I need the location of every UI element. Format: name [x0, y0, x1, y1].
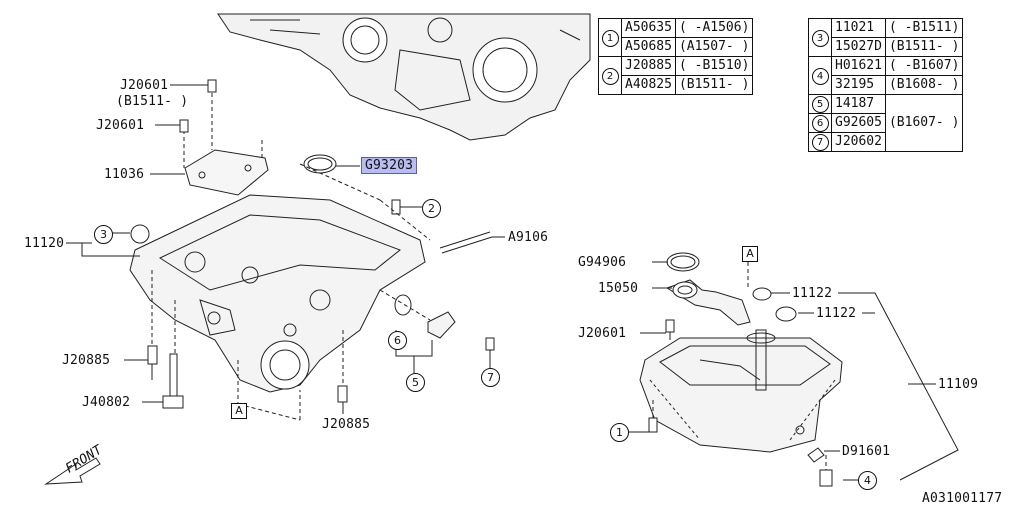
- table-row: A40825 (B1511- ): [599, 75, 754, 95]
- label-11109: 11109: [938, 377, 979, 392]
- table-index-cell: 1: [598, 18, 622, 57]
- table-index-cell: 5: [808, 94, 832, 114]
- label-j40802: J40802: [82, 395, 131, 410]
- label-j20885-bottom: J20885: [322, 417, 371, 432]
- highlighted-part-g93203[interactable]: G93203: [361, 157, 418, 174]
- range-cell: (B1511- ): [884, 37, 964, 57]
- table-row: 6 G92605: [808, 113, 963, 133]
- callout-5: 5: [406, 373, 425, 392]
- label-11122-b: 11122: [816, 306, 857, 321]
- table-index-cell: 2: [598, 56, 622, 95]
- label-a9106: A9106: [508, 230, 549, 245]
- label-j20601-mid: J20601: [96, 118, 145, 133]
- oil-strainer-pipe-drawing: [665, 279, 751, 326]
- label-g93203: G93203: [361, 157, 418, 174]
- part-number-cell[interactable]: J20602: [831, 132, 886, 152]
- oil-pan-lower-drawing: [639, 329, 843, 453]
- table-index-cell: 4: [808, 56, 832, 95]
- ref-a-right: A: [742, 246, 758, 262]
- front-arrow-drawing: [44, 457, 101, 485]
- label-15050: 15050: [598, 281, 639, 296]
- part-number-cell[interactable]: A50685: [621, 37, 676, 57]
- table-row: 15027D (B1511- ): [809, 37, 964, 57]
- label-11036: 11036: [104, 167, 145, 182]
- label-11120: 11120: [24, 236, 65, 251]
- label-j20885-left: J20885: [62, 353, 111, 368]
- label-j20601-top: J20601: [120, 78, 169, 93]
- part-number-cell[interactable]: 11021: [831, 18, 886, 38]
- label-11122-a: 11122: [792, 286, 833, 301]
- table-index-cell: 3: [808, 18, 832, 57]
- table-row: A50685 (A1507- ): [599, 37, 754, 57]
- table-index-cell: 7: [808, 132, 832, 152]
- table-row: 7 J20602: [808, 132, 963, 152]
- part-table-1: 1 A50635 ( -A1506) A50685 (A1507- ) 2 J2…: [598, 18, 754, 95]
- range-cell: (B1511- ): [674, 75, 754, 95]
- part-number-cell[interactable]: J20885: [621, 56, 676, 76]
- diagram-code: A031001177: [922, 491, 1003, 506]
- table-index-cell: 6: [808, 113, 832, 133]
- callout-6: 6: [388, 331, 407, 350]
- oil-pan-upper-drawing: [129, 194, 426, 393]
- range-cell: (B1607- ): [884, 94, 964, 152]
- range-cell: (A1507- ): [674, 37, 754, 57]
- table-row: 3 11021 ( -B1511): [808, 18, 964, 57]
- table-row: 5 14187 (B1607- ): [808, 94, 964, 152]
- callout-7: 7: [481, 368, 500, 387]
- label-j20601-right: J20601: [578, 326, 627, 341]
- part-number-cell[interactable]: G92605: [831, 113, 886, 133]
- range-cell: (B1608- ): [884, 75, 964, 95]
- table-row: 1 A50635 ( -A1506): [598, 18, 754, 57]
- table-row: 4 H01621 ( -B1607): [808, 56, 964, 95]
- range-cell: ( -A1506): [674, 18, 754, 38]
- part-number-cell[interactable]: A40825: [621, 75, 676, 95]
- label-d91601: D91601: [842, 444, 891, 459]
- label-b1511-note: (B1511- ): [116, 94, 189, 109]
- part-table-2: 3 11021 ( -B1511) 15027D (B1511- ) 4 H01…: [808, 18, 964, 152]
- table-row: 32195 (B1608- ): [809, 75, 964, 95]
- ref-a-left: A: [231, 403, 247, 419]
- part-number-cell[interactable]: H01621: [831, 56, 886, 76]
- range-cell: ( -B1510): [674, 56, 754, 76]
- bracket-11036-drawing: [184, 149, 269, 196]
- callout-1: 1: [610, 423, 629, 442]
- callout-3: 3: [94, 225, 113, 244]
- part-number-cell[interactable]: 14187: [831, 94, 886, 114]
- range-cell: ( -B1607): [884, 56, 964, 76]
- label-g94906: G94906: [578, 255, 627, 270]
- range-cell: ( -B1511): [884, 18, 964, 38]
- callout-2: 2: [422, 199, 441, 218]
- engine-block-drawing: [217, 13, 591, 141]
- part-number-cell[interactable]: 15027D: [831, 37, 886, 57]
- callout-4: 4: [858, 471, 877, 490]
- part-number-cell[interactable]: A50635: [621, 18, 676, 38]
- part-number-cell[interactable]: 32195: [831, 75, 886, 95]
- table-row: 2 J20885 ( -B1510): [598, 56, 754, 95]
